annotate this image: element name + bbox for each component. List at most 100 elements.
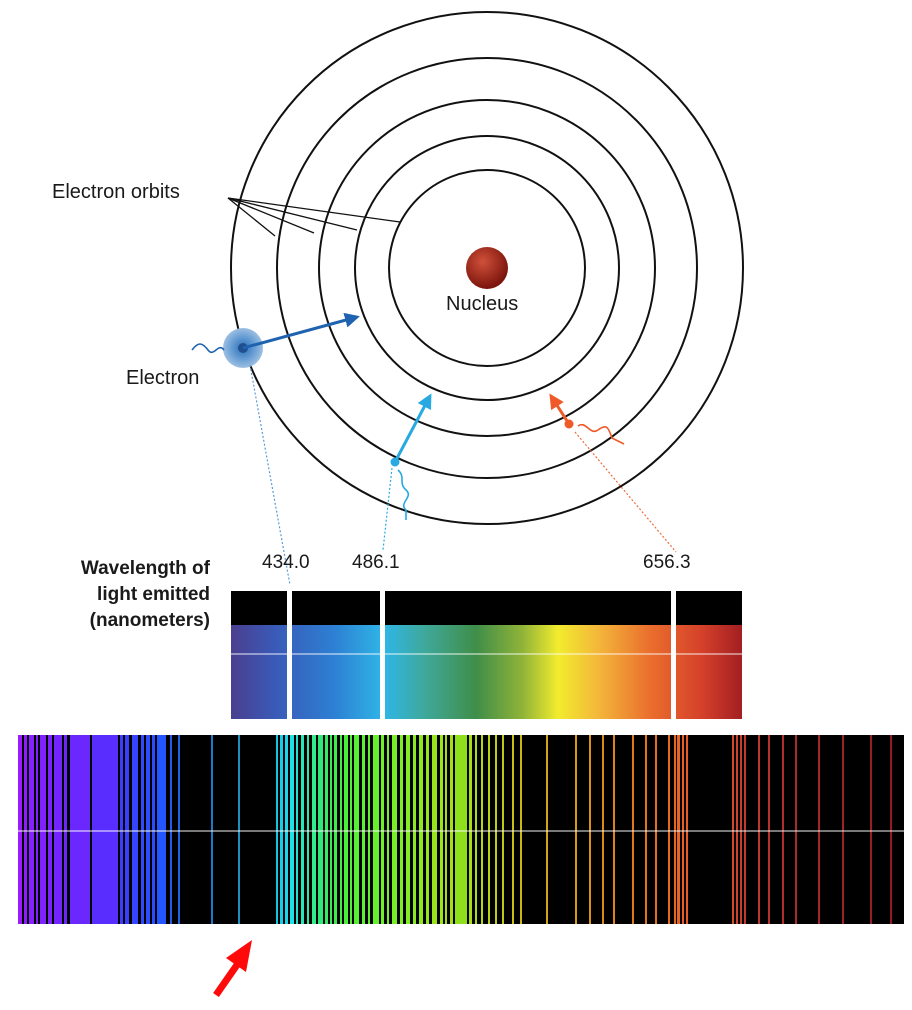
spectral-line <box>92 735 118 924</box>
wavelength-label-line-3: (nanometers) <box>90 610 210 631</box>
spectral-line <box>400 735 403 924</box>
spectral-line <box>469 735 472 924</box>
spectral-line <box>334 735 337 924</box>
spectral-line <box>368 735 370 924</box>
spectral-line <box>890 735 892 924</box>
spectral-line <box>677 735 680 924</box>
spectral-line <box>170 735 172 924</box>
spectral-line <box>318 735 323 924</box>
spectral-line <box>387 735 389 924</box>
spectral-line <box>24 735 27 924</box>
spectral-line <box>768 735 770 924</box>
wavelength-axis-label: Wavelength of light emitted (nanometers) <box>81 558 211 631</box>
spectral-line <box>488 735 490 924</box>
spectral-line <box>744 735 746 924</box>
visible-spectrum-bar <box>231 591 742 719</box>
spectral-line <box>502 735 504 924</box>
spectral-line <box>655 735 657 924</box>
spectral-line <box>178 735 180 924</box>
line-emission-spectrum <box>18 735 904 924</box>
orbit-1 <box>388 169 586 367</box>
spectral-line <box>211 735 213 924</box>
blue-transition-dot <box>390 457 400 467</box>
spectrum-gradient <box>231 625 742 719</box>
spectral-line <box>344 735 348 924</box>
spectral-line <box>354 735 359 924</box>
wavelength-656: 656.3 <box>643 552 691 573</box>
spectral-line <box>870 735 872 924</box>
spectral-line <box>276 735 278 924</box>
orange-transition-arrow <box>549 393 571 425</box>
spectral-line <box>818 735 820 924</box>
spectral-line <box>732 735 734 924</box>
spectral-line <box>782 735 784 924</box>
orbit-2 <box>354 135 620 401</box>
spectral-line <box>141 735 144 924</box>
spectral-line <box>381 735 384 924</box>
spectral-line <box>120 735 123 924</box>
orbit-4 <box>276 57 698 479</box>
spectral-line <box>290 735 294 924</box>
spectral-line <box>495 735 497 924</box>
spectral-line <box>512 735 514 924</box>
spectral-line <box>475 735 477 924</box>
emission-gap-656 <box>671 591 676 719</box>
spectral-line <box>48 735 52 924</box>
spectral-line <box>419 735 423 924</box>
spectral-line <box>29 735 34 924</box>
photon-wave-orange <box>577 423 625 445</box>
spectral-lines <box>18 735 892 924</box>
spectral-line <box>736 735 738 924</box>
spectral-line <box>674 735 676 924</box>
spectral-line <box>325 735 328 924</box>
wavelength-486: 486.1 <box>352 552 400 573</box>
spectral-line <box>445 735 447 924</box>
spectral-line <box>373 735 379 924</box>
emission-gap-434 <box>287 591 292 719</box>
spectrum-black-band <box>231 591 742 625</box>
wavelength-label-line-1: Wavelength of <box>81 558 211 579</box>
spectral-line <box>362 735 365 924</box>
spectral-line <box>280 735 283 924</box>
spectral-line <box>70 735 90 924</box>
spectral-line <box>392 735 397 924</box>
spectral-line <box>330 735 332 924</box>
spectral-line <box>520 735 522 924</box>
spectral-line <box>546 735 548 924</box>
spectral-line <box>157 735 166 924</box>
spectral-line <box>668 735 670 924</box>
spectral-line <box>132 735 138 924</box>
electron-orbits <box>230 11 744 525</box>
spectral-line <box>758 735 760 924</box>
spectral-line <box>795 735 797 924</box>
spectral-line <box>481 735 483 924</box>
spectral-line <box>285 735 288 924</box>
emission-drop-lines <box>249 364 677 586</box>
spectral-line <box>426 735 429 924</box>
spectral-line <box>413 735 416 924</box>
spectral-line <box>842 735 844 924</box>
photon-wave-dark <box>191 343 225 354</box>
nucleus <box>466 247 508 289</box>
spectral-line <box>432 735 437 924</box>
orbit-3 <box>318 99 656 437</box>
spectral-line <box>18 735 22 924</box>
spectral-line <box>146 735 150 924</box>
photon-wave-light-blue <box>397 469 410 520</box>
orange-transition-dot <box>564 419 574 429</box>
spectral-line <box>307 735 309 924</box>
spectral-line <box>455 735 467 924</box>
orbit-5 <box>230 11 744 525</box>
emission-gap-486 <box>380 591 385 719</box>
spectral-line <box>350 735 352 924</box>
electron-orbits-label: Electron orbits <box>52 181 180 203</box>
spectral-line <box>238 735 240 924</box>
spectral-line <box>602 735 604 924</box>
spectral-line <box>125 735 129 924</box>
wavelength-434: 434.0 <box>262 552 310 573</box>
spectral-line <box>682 735 684 924</box>
spectral-line <box>36 735 38 924</box>
blue-transition-arrow <box>393 393 432 463</box>
spectral-line <box>340 735 342 924</box>
